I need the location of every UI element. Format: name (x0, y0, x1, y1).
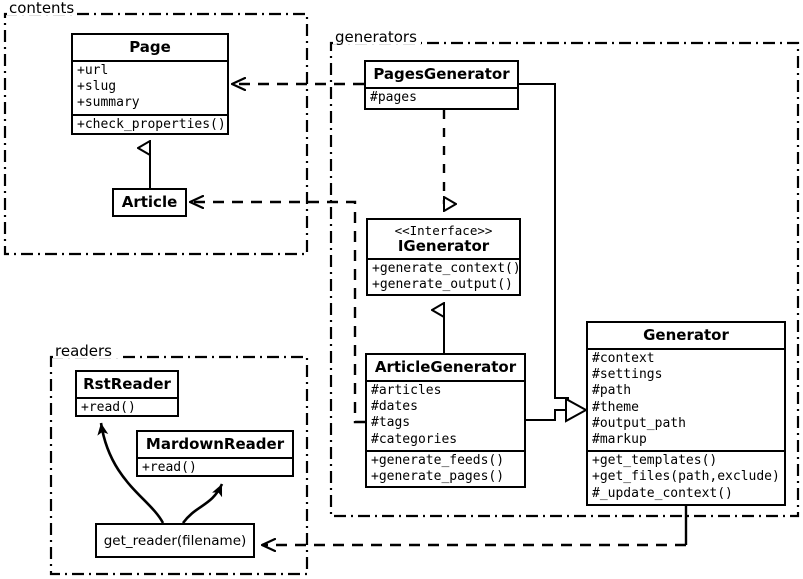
attribute-item: +url (77, 63, 109, 78)
package-label-contents: contents (9, 0, 75, 17)
class-box-igenerator[interactable]: <<Interface>> IGenerator +generate_conte… (366, 218, 521, 296)
attribute-item: #tags (371, 415, 411, 431)
function-label-get-reader: get_reader(filename) (103, 532, 247, 549)
operation-item: +read() (81, 400, 136, 415)
operation-item: +check_properties() (77, 116, 226, 132)
attribute-item: #categories (371, 431, 458, 447)
class-name-pages-generator: PagesGenerator (373, 65, 510, 83)
attribute-item: #path (592, 383, 632, 399)
class-box-mardown-reader[interactable]: MardownReader +read() (136, 430, 294, 477)
attribute-item: #pages (370, 90, 417, 105)
class-box-article[interactable]: Article (112, 188, 187, 217)
class-operations-igenerator: +generate_context() +generate_output() (368, 258, 521, 295)
operation-item: +get_files(path,exclude) (592, 469, 780, 485)
attribute-item: +summary (77, 95, 140, 111)
package-label-generators: generators (335, 28, 417, 46)
attribute-item: #context (592, 351, 655, 366)
package-label-readers: readers (55, 342, 112, 360)
attribute-item: #articles (371, 383, 442, 398)
class-box-pages-generator[interactable]: PagesGenerator #pages (364, 60, 519, 110)
operation-item: +get_templates() (592, 453, 718, 469)
class-operations-mardown-reader: +read() (138, 457, 292, 478)
attribute-item: #theme (592, 399, 639, 415)
class-operations-rst-reader: +read() (77, 397, 177, 418)
class-name-article: Article (121, 193, 178, 211)
package-frame-generators (329, 41, 800, 518)
operation-item: +generate_context() (372, 261, 521, 276)
class-box-page[interactable]: Page +url +slug +summary +check_properti… (71, 33, 229, 135)
class-box-rst-reader[interactable]: RstReader +read() (75, 370, 179, 417)
package-frame-readers (49, 355, 309, 576)
class-name-page: Page (129, 38, 171, 56)
generalization-arrowhead-generator (565, 397, 589, 423)
operation-item: +generate_output() (372, 277, 513, 293)
class-attributes-article-generator: #articles #dates #tags #categories (367, 380, 524, 450)
operation-item: +generate_feeds() (371, 452, 505, 468)
operation-item: +read() (142, 460, 197, 475)
package-frame-contents (3, 12, 309, 256)
class-name-mardown-reader: MardownReader (145, 435, 285, 453)
class-attributes-page: +url +slug +summary (73, 60, 227, 114)
class-name-rst-reader: RstReader (83, 375, 171, 393)
edge-get-reader-creates-mardownreader (181, 483, 224, 524)
function-box-get-reader[interactable]: get_reader(filename) (95, 523, 255, 558)
class-name-generator: Generator (643, 326, 729, 344)
class-attributes-generator: #context #settings #path #theme #output_… (588, 348, 784, 450)
attribute-item: #dates (371, 399, 418, 415)
operation-item: #_update_context() (592, 485, 733, 501)
operation-item: +generate_pages() (371, 469, 505, 485)
attribute-item: #markup (592, 432, 647, 448)
class-box-article-generator[interactable]: ArticleGenerator #articles #dates #tags … (365, 353, 526, 488)
class-name-article-generator: ArticleGenerator (374, 358, 517, 376)
attribute-item: +slug (77, 79, 117, 95)
class-operations-generator: +get_templates() +get_files(path,exclude… (588, 450, 784, 504)
attribute-item: #settings (592, 367, 663, 383)
class-operations-article-generator: +generate_feeds() +generate_pages() (367, 449, 524, 487)
class-stereotype-igenerator: <<Interface>> (394, 223, 493, 238)
class-attributes-pages-generator: #pages (366, 87, 517, 108)
class-name-igenerator: IGenerator (397, 237, 490, 255)
edge-articlegenerator-generalizes-generator (526, 409, 568, 421)
edge-articlegenerator-depends-article (190, 202, 365, 424)
edge-pagesgenerator-generalizes-generator (519, 83, 569, 410)
edge-get-reader-creates-rstreader (97, 422, 165, 524)
class-box-generator[interactable]: Generator #context #settings #path #them… (586, 321, 786, 506)
attribute-item: #output_path (592, 415, 686, 431)
class-operations-page: +check_properties() (73, 113, 227, 135)
